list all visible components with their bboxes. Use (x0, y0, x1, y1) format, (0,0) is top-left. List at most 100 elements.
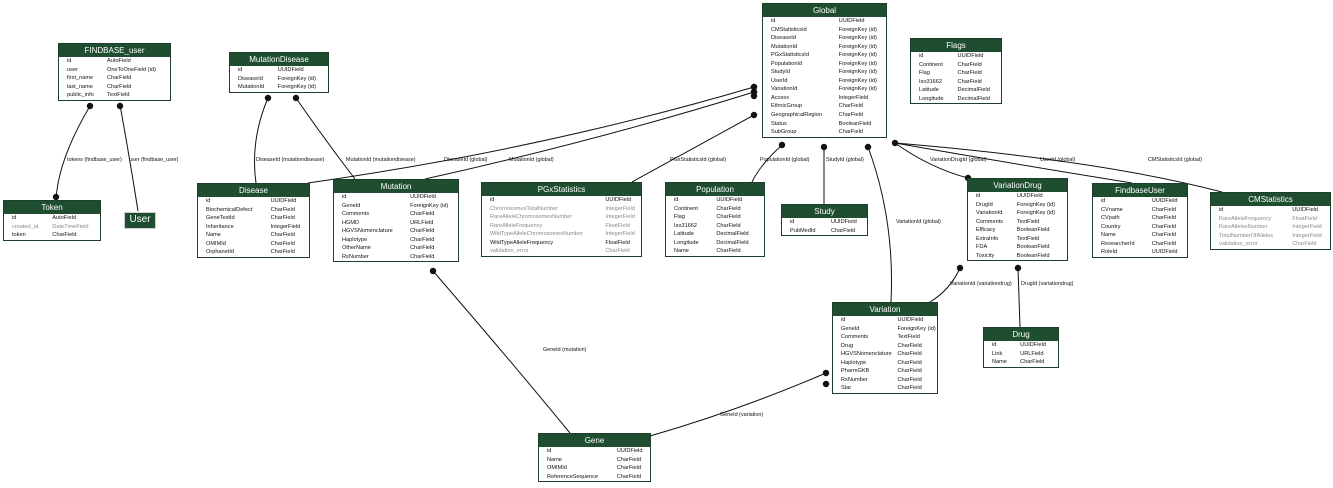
field-name: Continent (919, 61, 943, 68)
field-type: FloatField (605, 222, 630, 229)
field-type: CharField (410, 228, 435, 235)
edge-label: PGxStatisticsId (global) (670, 157, 727, 163)
field-type: ForeignKey (id) (838, 60, 877, 67)
entity-title: Drug (984, 328, 1058, 341)
field-type: CharField (270, 240, 295, 247)
edge-endpoint-dot (820, 143, 828, 151)
field-type: CharField (897, 385, 922, 392)
field-name: id (1101, 198, 1106, 204)
field-name: Drug (841, 342, 854, 349)
edge-label: UserId (global) (1040, 157, 1076, 163)
field-name: Longitude (919, 95, 944, 102)
field-name: validation_error (1219, 241, 1258, 248)
field-type: IntegerField (1292, 232, 1322, 239)
field-type: CharField (410, 253, 435, 260)
edge-vd-variation (929, 267, 961, 303)
edge-label: GeneId (mutation) (543, 347, 587, 353)
edge-label: StudyId (global) (826, 157, 864, 163)
field-name: VariationId (771, 86, 798, 93)
field-row: Longitude DecimalField (911, 95, 1001, 104)
field-name: Haplotype (342, 236, 368, 243)
edge-vd-drug (1017, 267, 1021, 328)
field-type: CharField (410, 245, 435, 252)
field-type: ForeignKey (id) (838, 26, 877, 33)
field-name: SubGroup (771, 129, 797, 136)
field-type: ForeignKey (id) (838, 35, 877, 42)
field-name: CVname (1101, 206, 1123, 213)
field-type: ForeignKey (id) (897, 325, 936, 332)
field-type: UUIDField (277, 67, 304, 73)
field-name: GeneId (342, 202, 361, 209)
edge-endpoint-dot (264, 94, 272, 102)
edge-endpoint-dot (778, 141, 786, 149)
field-type: ForeignKey (id) (838, 77, 877, 84)
field-type: IntegerField (838, 94, 869, 101)
entity-title: Disease (198, 184, 309, 197)
edge-endpoint-dot (52, 193, 60, 201)
edge-g-disease (307, 86, 755, 184)
field-type: CharField (52, 232, 77, 239)
field-name: VariationId (976, 210, 1003, 217)
field-name: Haplotype (841, 359, 867, 366)
field-type: CharField (716, 222, 741, 229)
field-type: DecimalField (957, 95, 990, 102)
field-row: Haplotype CharField (334, 236, 458, 245)
field-name: RareAlleleFrequency (490, 222, 543, 229)
field-type: CharField (716, 214, 741, 221)
edge-label: DiseaseId (global) (444, 157, 488, 163)
field-name: RareAlleleFrequency (1219, 215, 1272, 222)
field-name: Inheritance (206, 223, 234, 230)
field-type: CharField (410, 236, 435, 243)
field-name: WildTypeAlleleChromosomesNumber (490, 231, 583, 238)
field-type: UUIDField (716, 197, 743, 203)
edge-g-mutation (424, 91, 755, 180)
field-name: Name (206, 232, 221, 239)
edge-endpoint-dot (750, 111, 758, 119)
field-type: UUIDField (270, 198, 297, 204)
field-name: RoleId (1101, 249, 1118, 256)
edge-endpoint-dot (292, 94, 300, 102)
edge-g-user (894, 142, 1133, 184)
field-name: RareAllelesNumber (1219, 224, 1268, 231)
entity-title: FindbaseUser (1093, 184, 1187, 197)
field-name: Toxicity (976, 252, 995, 259)
field-name: Flag (674, 214, 685, 221)
field-name: id (919, 53, 924, 59)
edge-label: GeneId (variation) (720, 412, 764, 418)
edge-endpoint-dot (822, 369, 830, 377)
field-name: Comments (976, 218, 1004, 225)
field-type: CharField (107, 75, 132, 82)
field-type: UUIDField (957, 53, 984, 59)
field-type: DecimalField (957, 87, 990, 94)
field-name: MutationId (771, 43, 798, 50)
